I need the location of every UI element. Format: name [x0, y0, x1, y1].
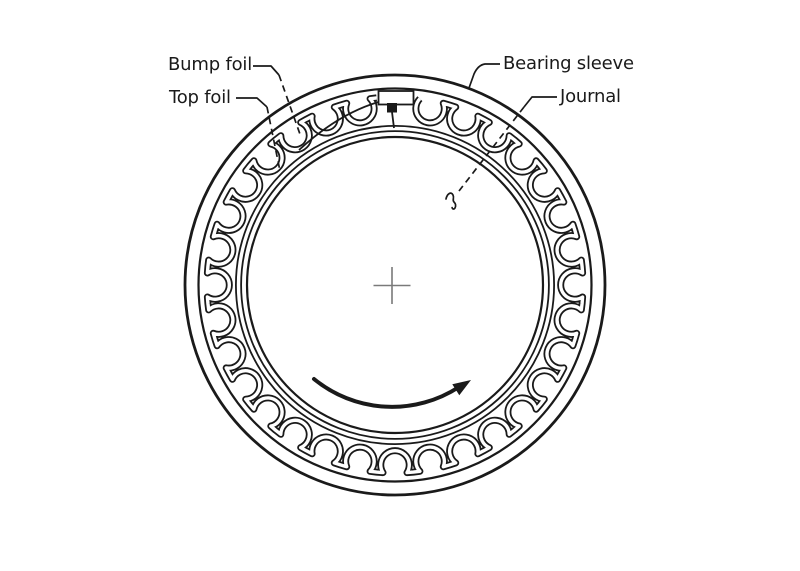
top-foil-anchor-connector	[391, 111, 395, 129]
leader-lines	[236, 63, 557, 210]
anchor-slot	[377, 90, 415, 106]
top-foil-free-end-tail	[298, 101, 379, 151]
journal-leader	[445, 96, 557, 210]
bearing-sleeve-inner-circle	[197, 87, 593, 483]
center-cross	[373, 267, 411, 304]
label-top-foil: Top foil	[169, 87, 231, 108]
journal-break-squiggle	[445, 192, 457, 210]
foil-anchor	[298, 90, 415, 151]
top-foil-circle-white-core	[236, 126, 554, 444]
label-bearing-sleeve: Bearing sleeve	[503, 53, 634, 74]
bump-foil-inner-white	[205, 96, 585, 475]
bearing-sleeve-outer-circle	[183, 73, 607, 497]
top-foil-leader	[236, 97, 281, 172]
anchor-key-block	[387, 103, 397, 113]
label-bump-foil: Bump foil	[168, 54, 252, 75]
label-journal: Journal	[560, 86, 621, 107]
bearing-sleeve-leader	[468, 63, 500, 89]
rotation-arrowhead	[452, 380, 471, 396]
journal-circle	[245, 135, 545, 435]
bump-foil-leader	[253, 65, 302, 138]
rotation-arrow	[312, 377, 471, 409]
